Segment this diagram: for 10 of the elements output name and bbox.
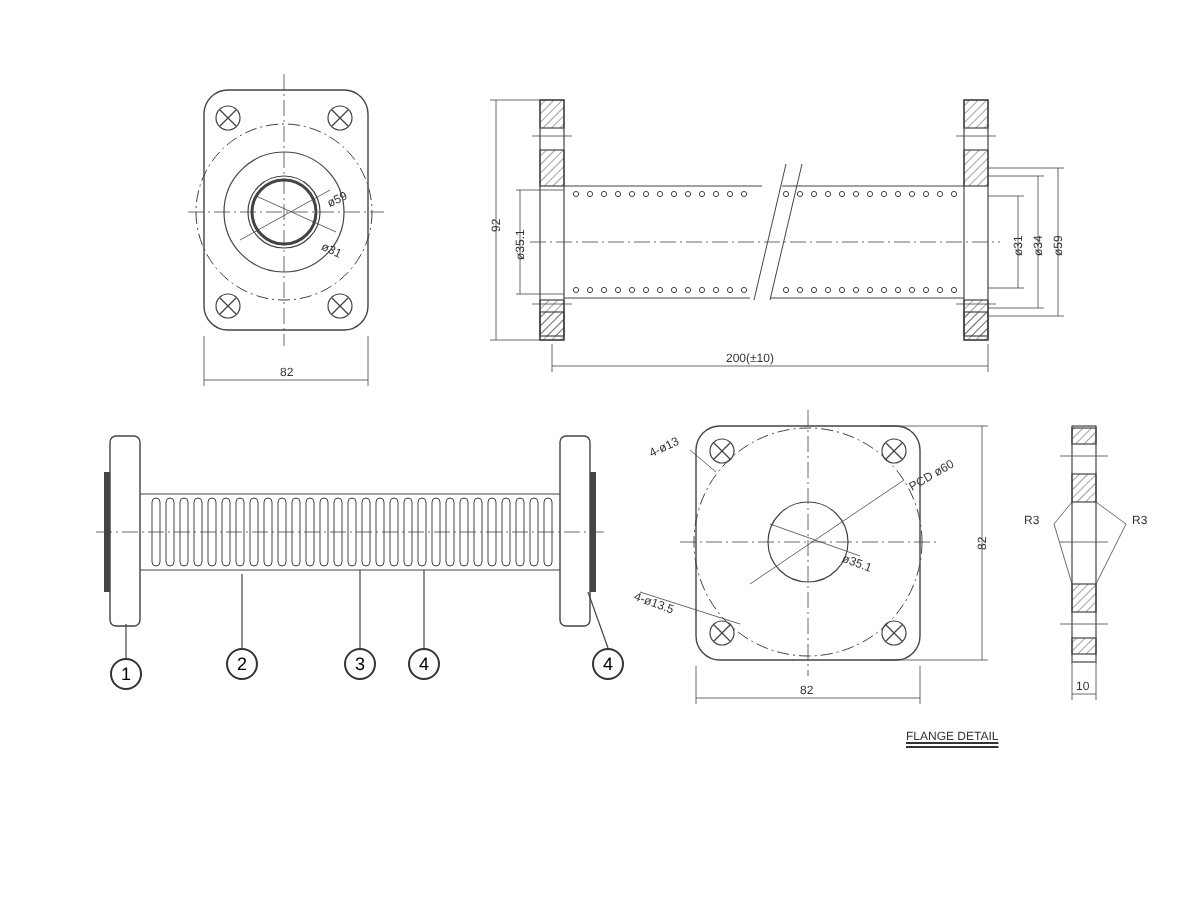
leader-line [359, 569, 361, 649]
callout-number: 4 [592, 648, 624, 680]
callout-number: 3 [344, 648, 376, 680]
callout-number: 1 [110, 658, 142, 690]
leader-line [587, 591, 609, 649]
callout-number: 2 [226, 648, 258, 680]
leader-line [423, 569, 425, 649]
leader-line [241, 573, 243, 649]
callout-number: 4 [408, 648, 440, 680]
leader-line [125, 623, 127, 659]
